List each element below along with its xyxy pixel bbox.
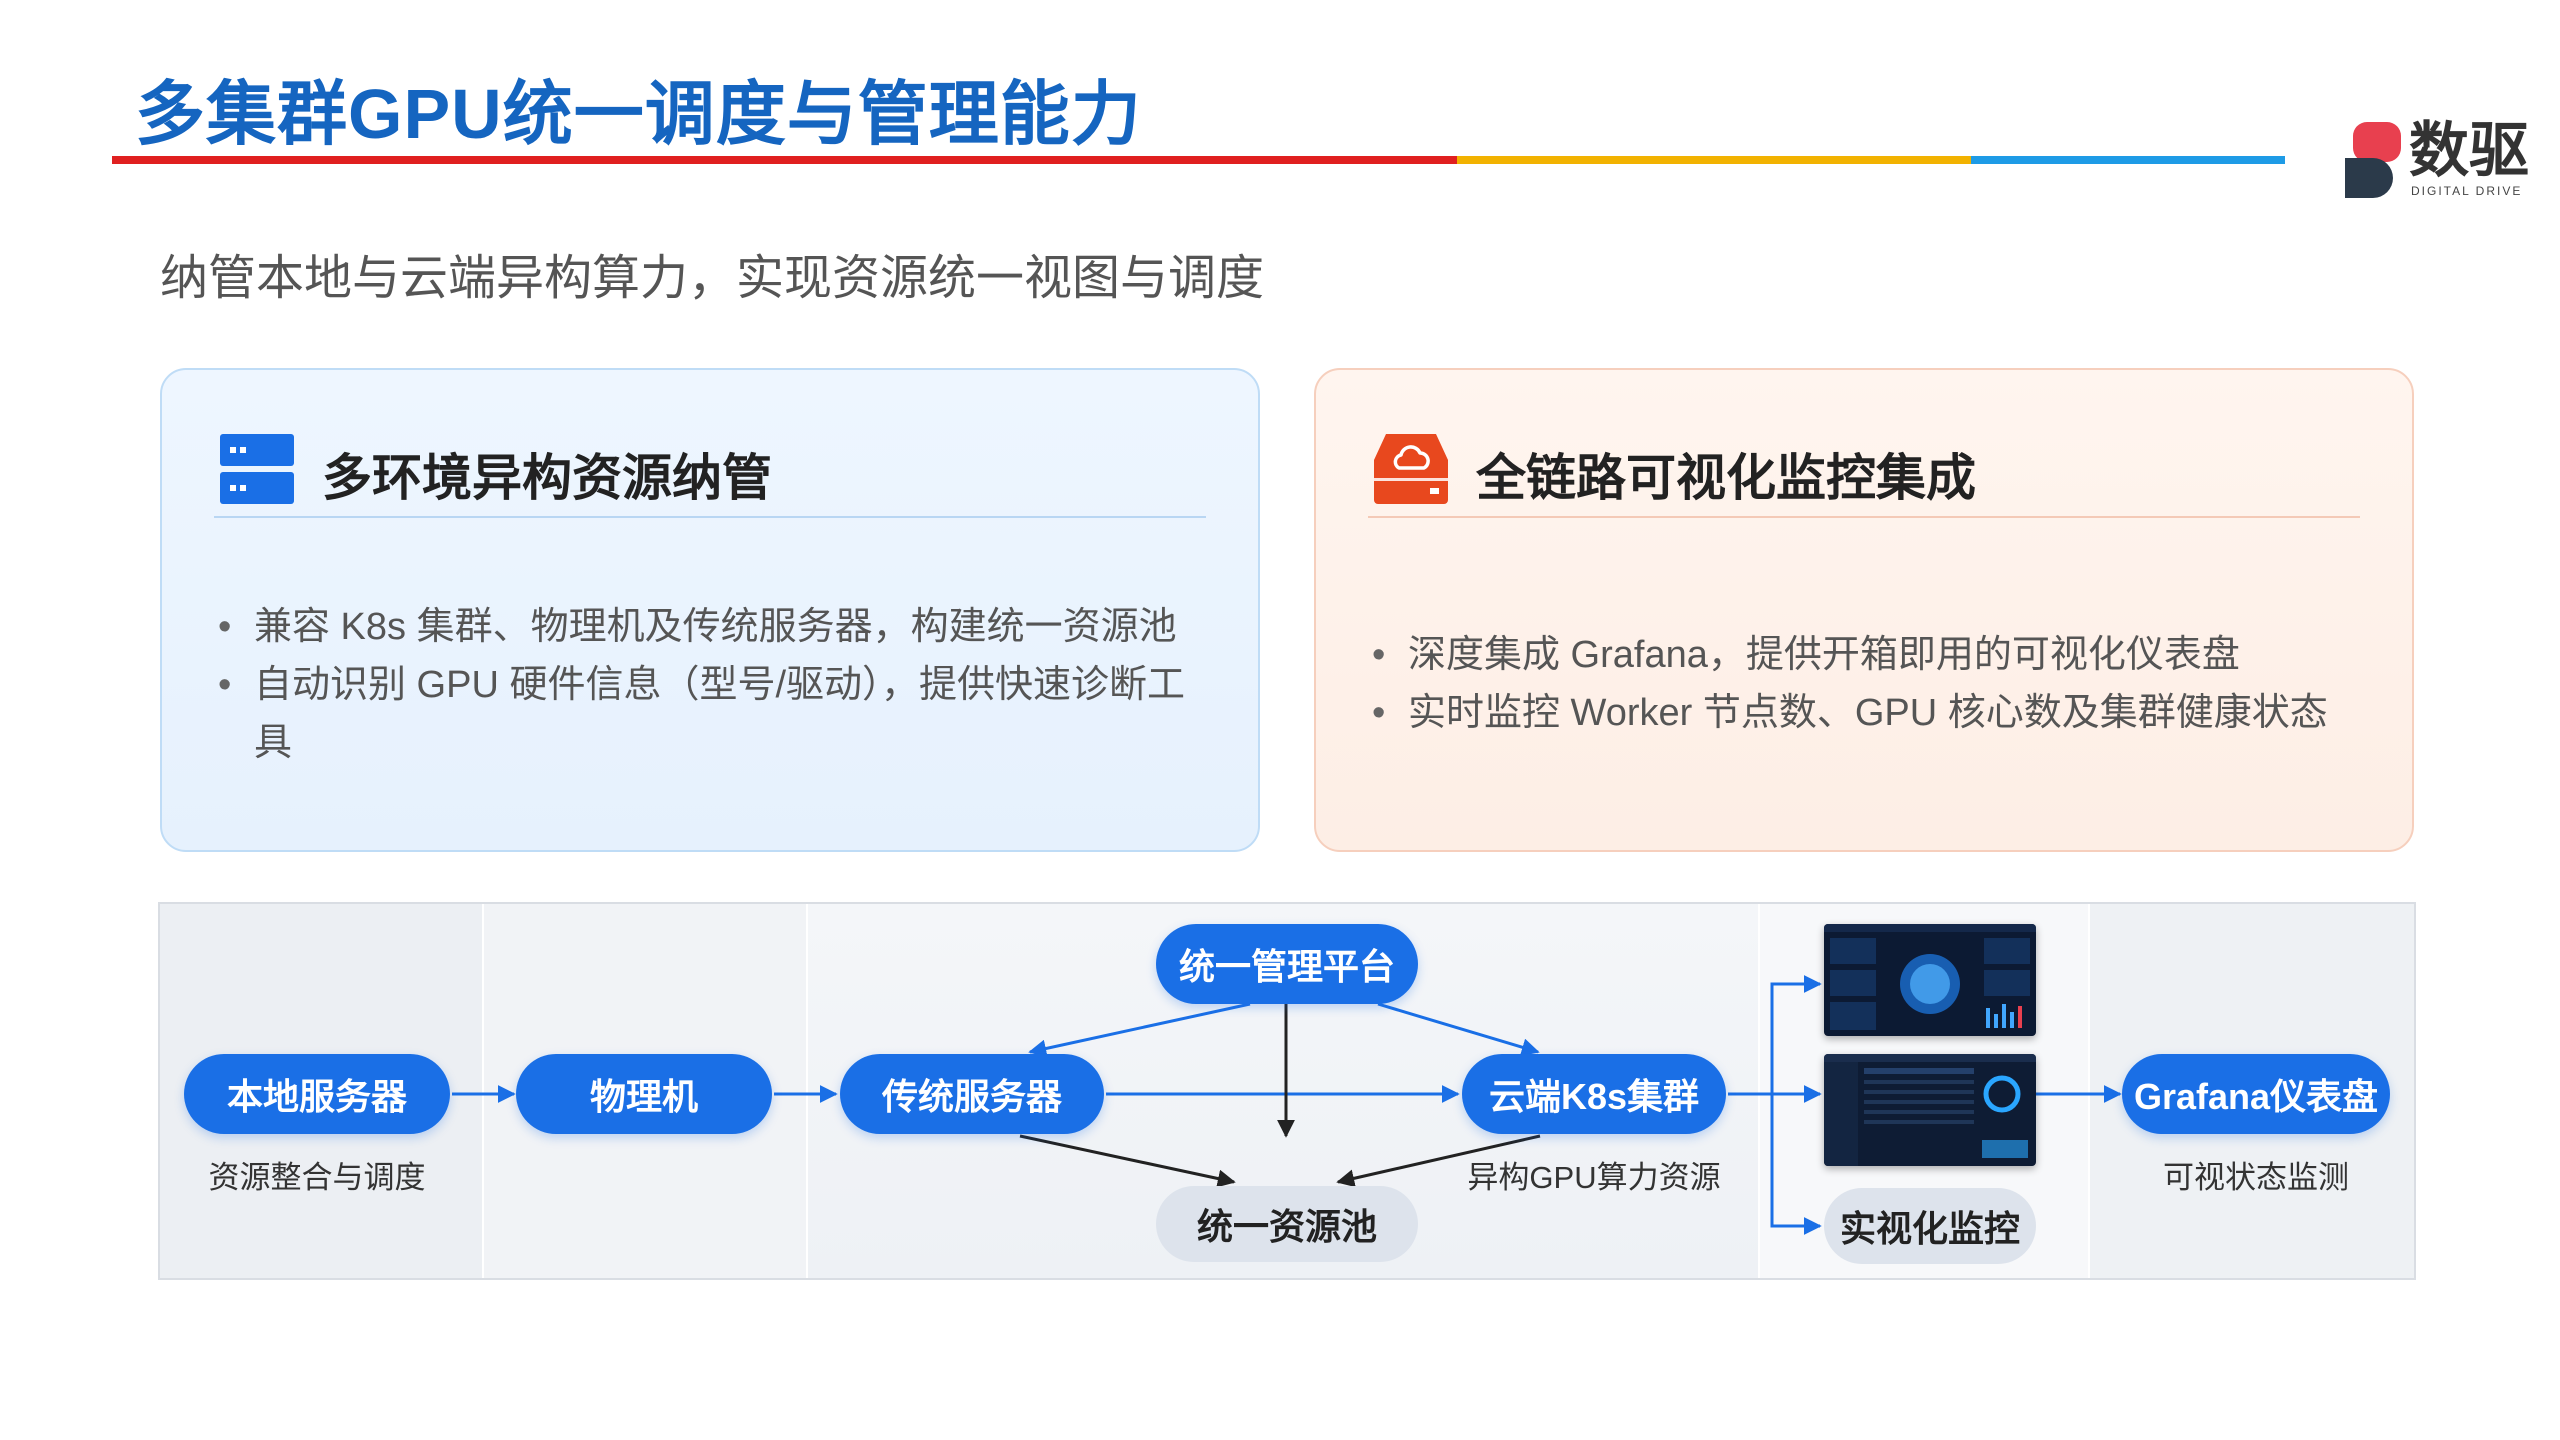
caption-cloud-k8s: 异构GPU算力资源 [1467,1160,1721,1195]
page-title: 多集群GPU统一调度与管理能力 [135,75,1142,153]
node-grafana-dashboard: Grafana仪表盘 [2122,1054,2390,1134]
logo-text: 数驱 [2409,117,2529,184]
title-rule-red [112,156,1457,164]
title-rule-blue [1971,156,2285,164]
dashboard-thumbnail [1824,924,2036,1036]
bullet-item: 兼容 K8s 集群、物理机及传统服务器，构建统一资源池 [218,598,1202,656]
card-resource-management: 多环境异构资源纳管 兼容 K8s 集群、物理机及传统服务器，构建统一资源池 自动… [160,368,1260,852]
dashboard-thumbnail [1824,1054,2036,1166]
arrow-cloud-to-pool [1336,1134,1541,1188]
cloud-storage-icon [1374,434,1448,504]
dashboard-table-icon [1824,1054,2036,1166]
arrow-branch-top [1770,975,1822,1094]
bullet-list: 深度集成 Grafana，提供开箱即用的可视化仪表盘 实时监控 Worker 节… [1372,626,2356,742]
bullet-list: 兼容 K8s 集群、物理机及传统服务器，构建统一资源池 自动识别 GPU 硬件信… [218,598,1202,772]
arrow-traditional-to-pool [1019,1134,1236,1188]
bullet-item: 自动识别 GPU 硬件信息（型号/驱动），提供快速诊断工具 [218,656,1202,772]
title-rule-yellow [1457,156,1971,164]
caption-local-server: 资源整合与调度 [208,1160,426,1195]
title-rule [112,156,2285,164]
brand-logo: 数驱 DIGITAL DRIVE [2345,118,2545,204]
caption-grafana: 可视状态监测 [2163,1160,2349,1195]
card-divider [1368,516,2360,518]
server-stack-icon [220,434,294,504]
arrow-branch-bottom [1770,1094,1822,1235]
logo-subtext: DIGITAL DRIVE [2411,184,2523,198]
card-title: 多环境异构资源纳管 [322,450,772,506]
node-physical-machine: 物理机 [516,1054,772,1134]
card-title: 全链路可视化监控集成 [1476,450,1976,506]
node-local-server: 本地服务器 [184,1054,450,1134]
dashboard-globe-icon [1824,924,2036,1030]
page-subtitle: 纳管本地与云端异构算力，实现资源统一视图与调度 [160,252,1265,305]
node-resource-pool: 统一资源池 [1156,1186,1418,1262]
bullet-item: 深度集成 Grafana，提供开箱即用的可视化仪表盘 [1372,626,2356,684]
arrow-platform-to-traditional [1028,1002,1251,1058]
node-traditional-server: 传统服务器 [840,1054,1104,1134]
logo-mark-icon [2345,122,2401,198]
diagram-arrows [452,975,2122,1235]
architecture-diagram: 本地服务器 资源整合与调度 物理机 传统服务器 统一管理平台 云端K8s集群 异… [158,902,2416,1280]
node-unified-platform: 统一管理平台 [1156,924,1418,1004]
bullet-item: 实时监控 Worker 节点数、GPU 核心数及集群健康状态 [1372,684,2356,742]
card-monitoring-integration: 全链路可视化监控集成 深度集成 Grafana，提供开箱即用的可视化仪表盘 实时… [1314,368,2414,852]
node-visual-monitoring: 实视化监控 [1824,1188,2036,1264]
arrow-platform-to-cloud [1377,1002,1540,1056]
card-divider [214,516,1206,518]
node-cloud-k8s: 云端K8s集群 [1462,1054,1726,1134]
